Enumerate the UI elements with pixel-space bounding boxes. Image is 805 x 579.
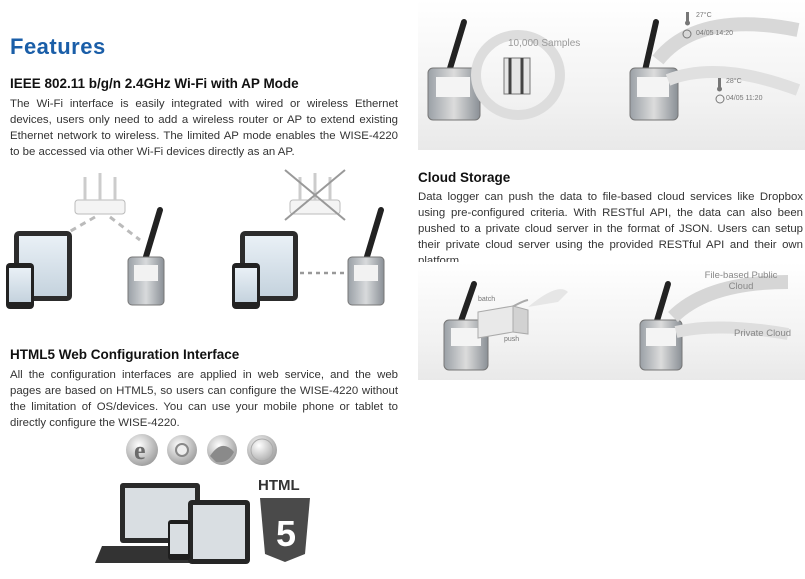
firefox-icon — [207, 435, 237, 465]
thermometer-icon-2 — [717, 78, 722, 92]
wireless-router-icon — [74, 173, 126, 215]
private-cloud-label: Private Cloud — [734, 328, 792, 339]
public-cloud-label: File-based Public Cloud — [704, 270, 778, 292]
reading1-time: 04/05 14:20 — [696, 30, 733, 37]
html5-figure: e HTML 5 — [80, 428, 330, 574]
phone-icon-2 — [232, 263, 260, 309]
wise-4220-device-icon-2 — [347, 207, 385, 306]
wise-4220-device-icon-5 — [443, 281, 489, 371]
phone-icon — [6, 263, 34, 309]
chrome-icon — [167, 435, 197, 465]
wifi-text: The Wi-Fi interface is easily integrated… — [10, 98, 398, 158]
wise-4220-device-icon-4 — [629, 19, 679, 121]
reading2-time: 04/05 11:20 — [726, 95, 763, 102]
cloud-heading: Cloud Storage — [418, 170, 511, 185]
data-logger-figure: 10,000 Samples 27°C 04/05 14:20 28°C 04/… — [418, 0, 805, 150]
svg-text:HTML: HTML — [258, 477, 300, 494]
wifi-figure — [0, 165, 400, 315]
wise-4220-device-icon-6 — [639, 281, 683, 371]
svg-text:e: e — [134, 436, 146, 465]
clock-icon-2 — [715, 94, 725, 104]
storage-drum-icon — [503, 57, 531, 95]
cloud-text: Data logger can push the data to file-ba… — [418, 191, 803, 267]
push-label: push — [504, 336, 520, 343]
crossed-router-icon — [284, 169, 346, 221]
samples-label: 10,000 Samples — [508, 38, 581, 49]
data-box-icon — [477, 305, 529, 339]
reading2-temp: 28°C — [726, 78, 742, 85]
features-title: Features — [10, 34, 106, 59]
cloud-figure: batch push File-based Public Cloud Priva… — [418, 262, 805, 380]
ie-icon: e — [126, 434, 158, 466]
reading1-temp: 27°C — [696, 12, 712, 19]
svg-text:5: 5 — [276, 513, 296, 554]
thermometer-icon — [685, 12, 690, 26]
phone-icon-3 — [168, 520, 190, 560]
html5-logo: HTML 5 — [258, 477, 310, 562]
wise-4220-device-icon-3 — [427, 19, 481, 121]
clock-icon — [682, 29, 692, 39]
html5-text: All the configuration interfaces are app… — [10, 369, 398, 429]
safari-icon — [247, 435, 277, 465]
tablet-icon-3 — [188, 500, 250, 564]
html5-heading: HTML5 Web Configuration Interface — [10, 347, 240, 362]
batch-label: batch — [478, 296, 496, 303]
wifi-heading: IEEE 802.11 b/g/n 2.4GHz Wi-Fi with AP M… — [10, 76, 299, 91]
wise-4220-device-icon — [127, 207, 165, 306]
